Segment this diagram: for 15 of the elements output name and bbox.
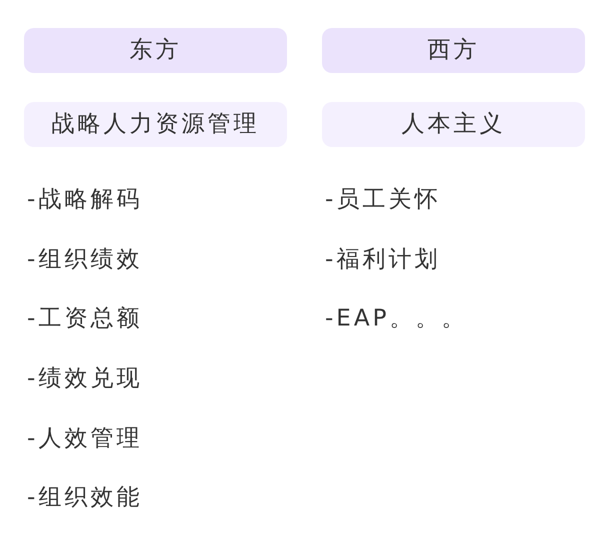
list-item: -绩效兑现 — [27, 364, 142, 394]
list-item: -组织效能 — [27, 484, 142, 512]
header-text: 战略人力资源管理 — [52, 110, 260, 139]
list-item: -组织绩效 — [27, 246, 142, 274]
list-item: -工资总额 — [27, 304, 142, 334]
column-header — [322, 28, 585, 73]
header-text: 人本主义 — [402, 110, 506, 139]
column-header — [24, 28, 287, 73]
list-item: -福利计划 — [325, 246, 440, 274]
header-text: 东方 — [130, 36, 182, 65]
list-item: -员工关怀 — [325, 186, 440, 214]
header-text: 西方 — [428, 36, 480, 65]
list-item: -战略解码 — [27, 186, 142, 214]
list-item: -EAP。。。 — [325, 304, 468, 334]
list-item: -人效管理 — [27, 424, 142, 454]
